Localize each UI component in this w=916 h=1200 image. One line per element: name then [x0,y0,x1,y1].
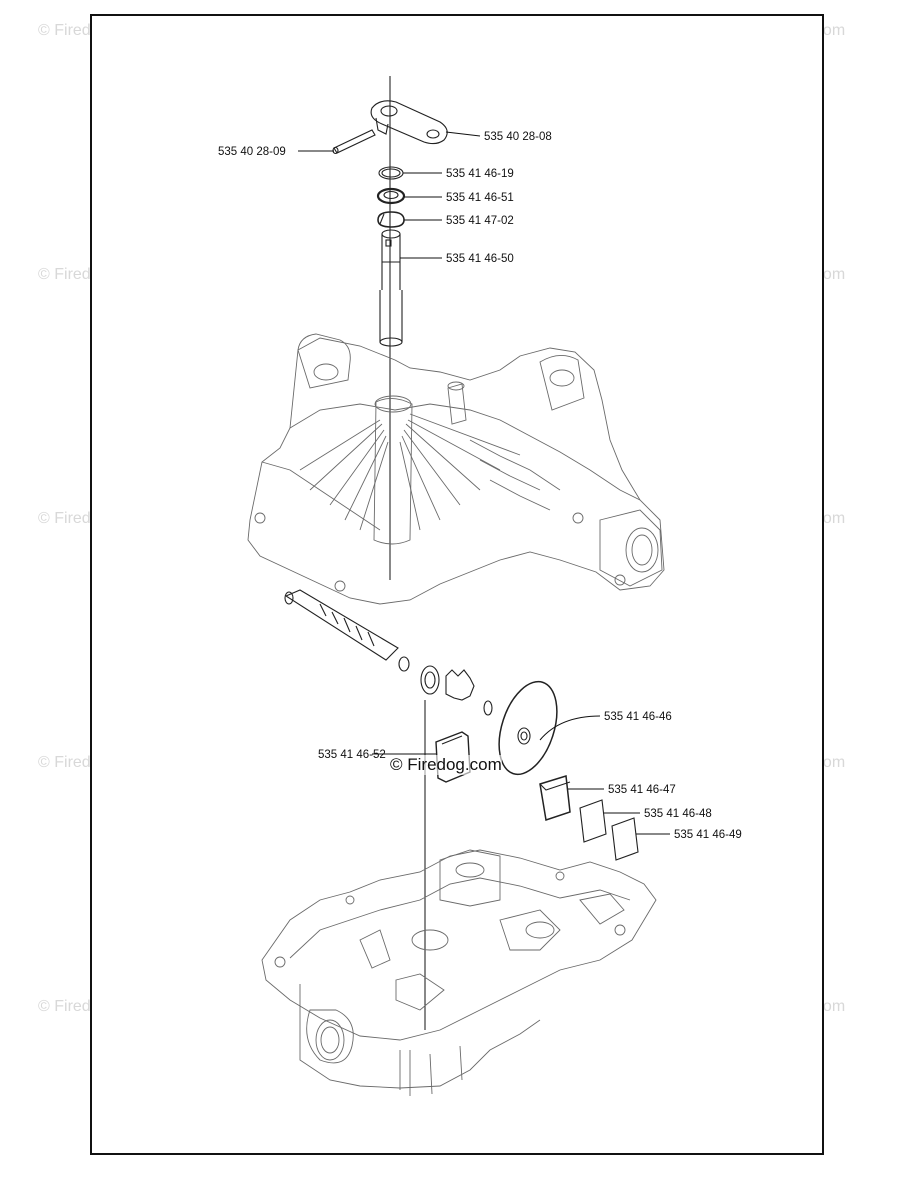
circlip-part [377,211,405,228]
lever-arm-part [370,100,448,145]
diagram-frame [90,14,824,1155]
part-label: 535 40 28-09 [218,146,286,158]
part-label: 535 41 46-47 [608,784,676,796]
part-label: 535 40 28-08 [484,131,552,143]
shaft-part [379,229,403,347]
brake-pad-part [539,775,571,821]
part-label: 535 41 46-19 [446,168,514,180]
part-label: 535 41 46-46 [604,711,672,723]
part-label: 535 41 46-50 [446,253,514,265]
part-label: 535 41 46-52 [318,749,386,761]
plate-part [611,817,639,861]
part-label: 535 41 46-48 [644,808,712,820]
washer-part [376,187,406,205]
brake-disc-part [498,680,558,776]
shim-part [579,799,607,843]
lower-housing [261,849,657,1096]
part-label: 535 41 47-02 [446,215,514,227]
center-watermark: © Firedog.com [390,755,502,775]
gear-shaft-part [284,589,493,716]
upper-housing [247,333,665,605]
part-label: 535 41 46-49 [674,829,742,841]
pin-part [332,129,376,155]
part-label: 535 41 46-51 [446,192,514,204]
